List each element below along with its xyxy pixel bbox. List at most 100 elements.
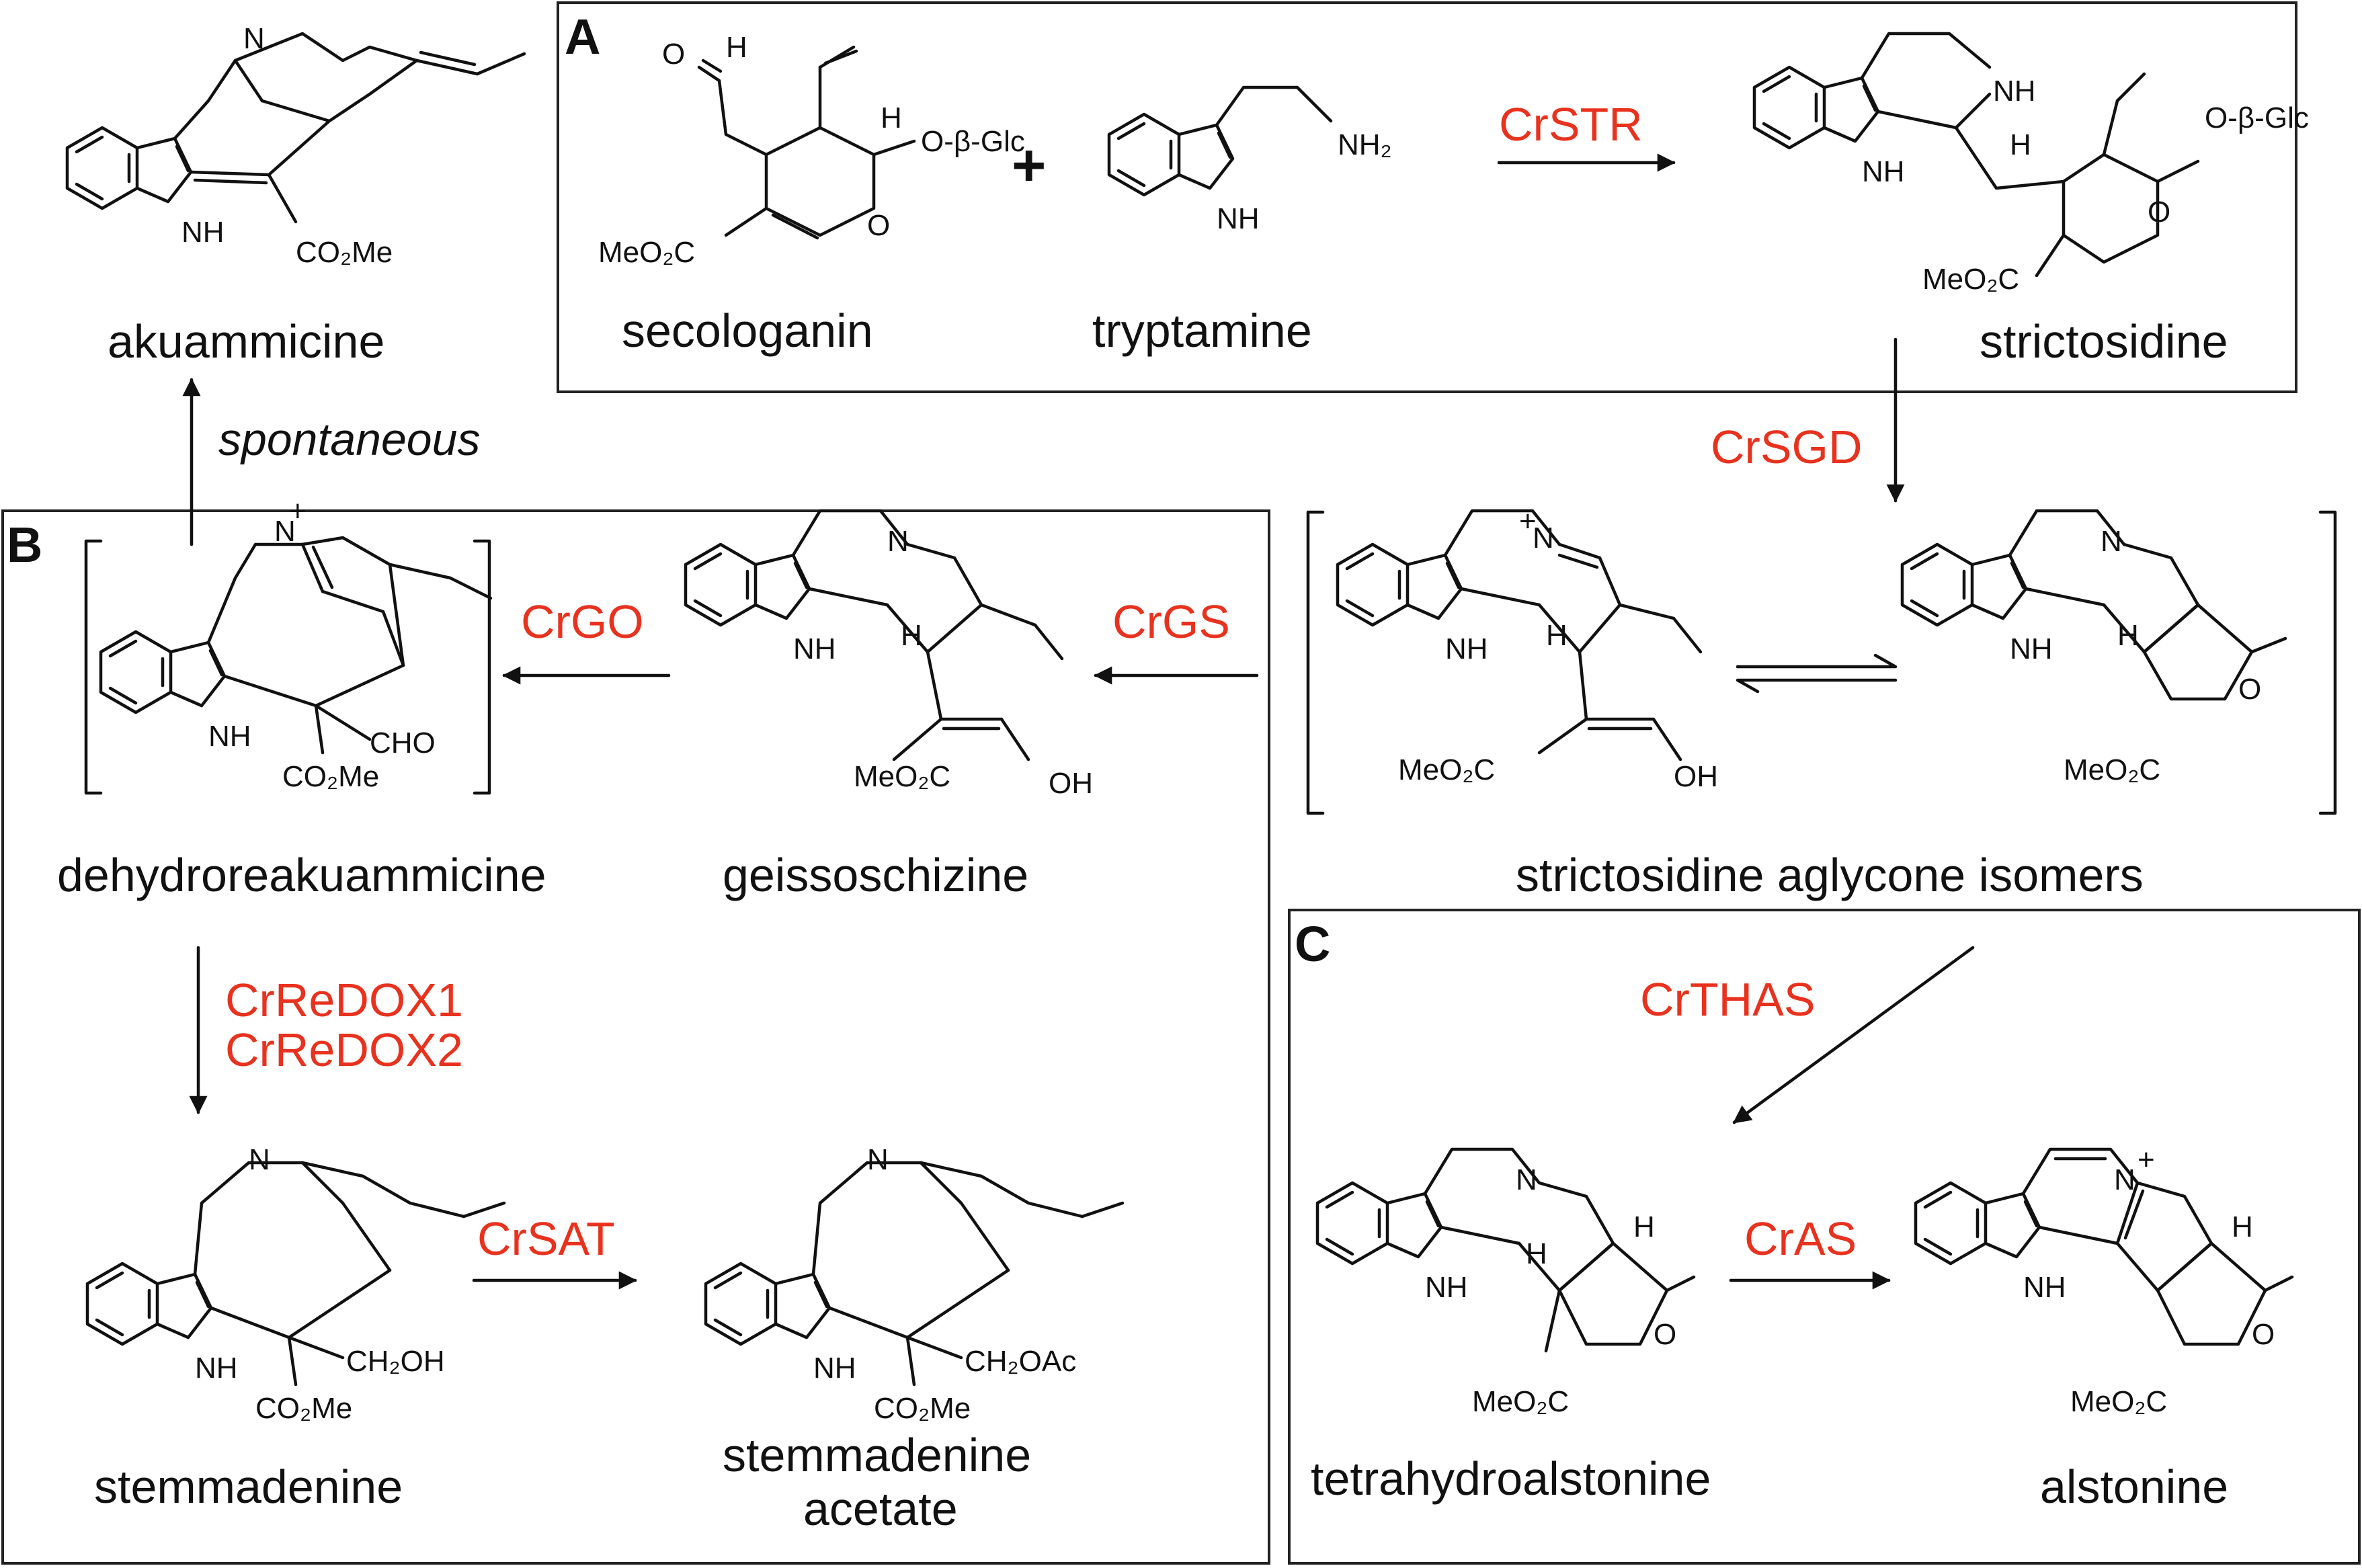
enzyme-crsgd: CrSGD — [1711, 421, 1863, 473]
svg-text:O-β-Glc: O-β-Glc — [2205, 101, 2309, 134]
svg-text:CO₂Me: CO₂Me — [255, 1392, 352, 1425]
bracket-dehydro-right — [473, 539, 491, 795]
svg-text:MeO₂C: MeO₂C — [1922, 263, 2019, 296]
label-stemmadenine-acetate-line2: acetate — [803, 1483, 958, 1535]
svg-text:CHO: CHO — [370, 727, 436, 759]
arrow-thas — [1732, 946, 1975, 1124]
svg-text:NH: NH — [793, 632, 836, 665]
svg-text:NH: NH — [181, 216, 225, 249]
alstonine-structure: N + H NH O MeO₂C — [1916, 1143, 2294, 1418]
svg-text:N: N — [1516, 1163, 1537, 1196]
dehydroreakuammicine-structure: N + NH CHO CO₂Me — [101, 495, 493, 793]
panel-b-letter: B — [7, 517, 43, 573]
svg-text:NH: NH — [1425, 1271, 1468, 1304]
label-geissoschizine: geissoschizine — [723, 849, 1029, 901]
enzyme-crredox1: CrReDOX1 — [225, 974, 463, 1026]
svg-text:MeO₂C: MeO₂C — [2064, 753, 2160, 786]
svg-text:MeO₂C: MeO₂C — [2070, 1385, 2167, 1418]
label-tetrahydroalstonine: tetrahydroalstonine — [1311, 1452, 1711, 1505]
svg-text:CO₂Me: CO₂Me — [874, 1392, 971, 1425]
svg-text:MeO₂C: MeO₂C — [1398, 753, 1495, 786]
enzyme-crredox2: CrReDOX2 — [225, 1023, 463, 1076]
svg-text:O: O — [2238, 673, 2261, 706]
akuammicine-structure: N NH CO₂Me — [67, 22, 526, 269]
enzyme-crstr: CrSTR — [1499, 98, 1643, 151]
enzyme-crredox-stack: CrReDOX1 CrReDOX2 — [225, 974, 463, 1076]
equilibrium-forward — [1736, 653, 1898, 669]
enzyme-crgs: CrGS — [1112, 595, 1230, 648]
svg-text:NH: NH — [813, 1352, 856, 1385]
svg-text:+: + — [2137, 1143, 2155, 1176]
label-secologanin: secologanin — [622, 304, 873, 357]
svg-text:NH₂: NH₂ — [1338, 128, 1392, 161]
svg-text:H: H — [1633, 1210, 1655, 1243]
label-aglycone-isomers: strictosidine aglycone isomers — [1516, 849, 2144, 901]
label-stemmadenine: stemmadenine — [94, 1460, 403, 1513]
svg-text:O: O — [2252, 1318, 2275, 1351]
svg-text:H: H — [726, 31, 747, 64]
svg-text:NH: NH — [1862, 155, 1905, 188]
svg-text:H: H — [881, 101, 902, 134]
svg-text:NH: NH — [2010, 632, 2053, 665]
enzyme-crthas: CrTHAS — [1640, 973, 1816, 1026]
svg-text:N: N — [249, 1143, 270, 1176]
svg-text:N: N — [867, 1143, 889, 1176]
tetrahydroalstonine-structure: N H H NH O MeO₂C — [1317, 1147, 1696, 1418]
svg-text:OH: OH — [1674, 760, 1718, 793]
svg-text:O: O — [867, 209, 890, 242]
svg-text:H: H — [1546, 619, 1567, 652]
enzyme-crsat: CrSAT — [477, 1212, 615, 1265]
svg-text:NH: NH — [1445, 632, 1488, 665]
svg-text:+: + — [289, 495, 307, 528]
svg-text:O: O — [662, 38, 685, 71]
panel-b-box — [1, 509, 1270, 1565]
geissoschizine-structure: N H NH MeO₂C OH — [686, 509, 1093, 800]
panel-c-box — [1288, 909, 2361, 1565]
enzyme-crgo: CrGO — [521, 595, 644, 648]
svg-text:CO₂Me: CO₂Me — [296, 236, 393, 269]
plus-sign: + — [1012, 132, 1047, 198]
label-akuammicine: akuammicine — [108, 315, 385, 368]
svg-text:O: O — [2148, 196, 2170, 229]
svg-text:H: H — [2232, 1210, 2253, 1243]
svg-text:MeO₂C: MeO₂C — [598, 236, 695, 269]
svg-text:MeO₂C: MeO₂C — [1472, 1385, 1569, 1418]
svg-text:OH: OH — [1049, 767, 1093, 800]
aglycone-cyclic-structure: N H NH O MeO₂C — [1902, 509, 2287, 786]
svg-text:O: O — [1654, 1318, 1676, 1351]
svg-text:H: H — [1526, 1237, 1547, 1270]
svg-text:N: N — [274, 515, 296, 548]
bracket-dehydro-left — [84, 539, 103, 795]
label-spontaneous: spontaneous — [218, 414, 481, 465]
svg-text:N: N — [243, 22, 265, 55]
svg-text:N: N — [1533, 522, 1554, 554]
panel-a-box — [557, 1, 2297, 393]
label-stemmadenine-acetate-line1: stemmadenine — [723, 1429, 1032, 1481]
label-strictosidine: strictosidine — [1980, 315, 2228, 368]
panel-a-letter: A — [565, 9, 601, 65]
strictosidine-structure: NH H NH O-β-Glc O MeO₂C — [1754, 32, 2309, 296]
stemmadenine-acetate-structure: N NH CH₂OAc CO₂Me — [706, 1143, 1125, 1425]
stemmadenine-structure: N NH CH₂OH CO₂Me — [87, 1143, 506, 1425]
panel-c-letter: C — [1295, 916, 1331, 972]
svg-text:NH: NH — [2023, 1271, 2066, 1304]
svg-text:NH: NH — [208, 720, 251, 753]
svg-text:H: H — [901, 619, 922, 652]
svg-text:+: + — [1519, 505, 1537, 538]
bracket-aglycone-left — [1306, 510, 1325, 815]
bracket-aglycone-right — [2318, 510, 2337, 815]
svg-text:CH₂OAc: CH₂OAc — [965, 1345, 1076, 1378]
svg-text:H: H — [2010, 128, 2031, 161]
svg-text:H: H — [2117, 619, 2139, 652]
label-alstonine: alstonine — [2040, 1460, 2229, 1513]
svg-text:N: N — [887, 525, 909, 558]
enzyme-cras: CrAS — [1744, 1212, 1857, 1265]
label-tryptamine: tryptamine — [1092, 304, 1312, 357]
label-dehydroreakuammicine: dehydroreakuammicine — [57, 849, 546, 901]
equilibrium-reverse — [1736, 678, 1898, 694]
tryptamine-structure: NH₂ NH — [1109, 85, 1392, 235]
svg-text:N: N — [2114, 1163, 2135, 1196]
svg-text:CH₂OH: CH₂OH — [346, 1345, 445, 1378]
